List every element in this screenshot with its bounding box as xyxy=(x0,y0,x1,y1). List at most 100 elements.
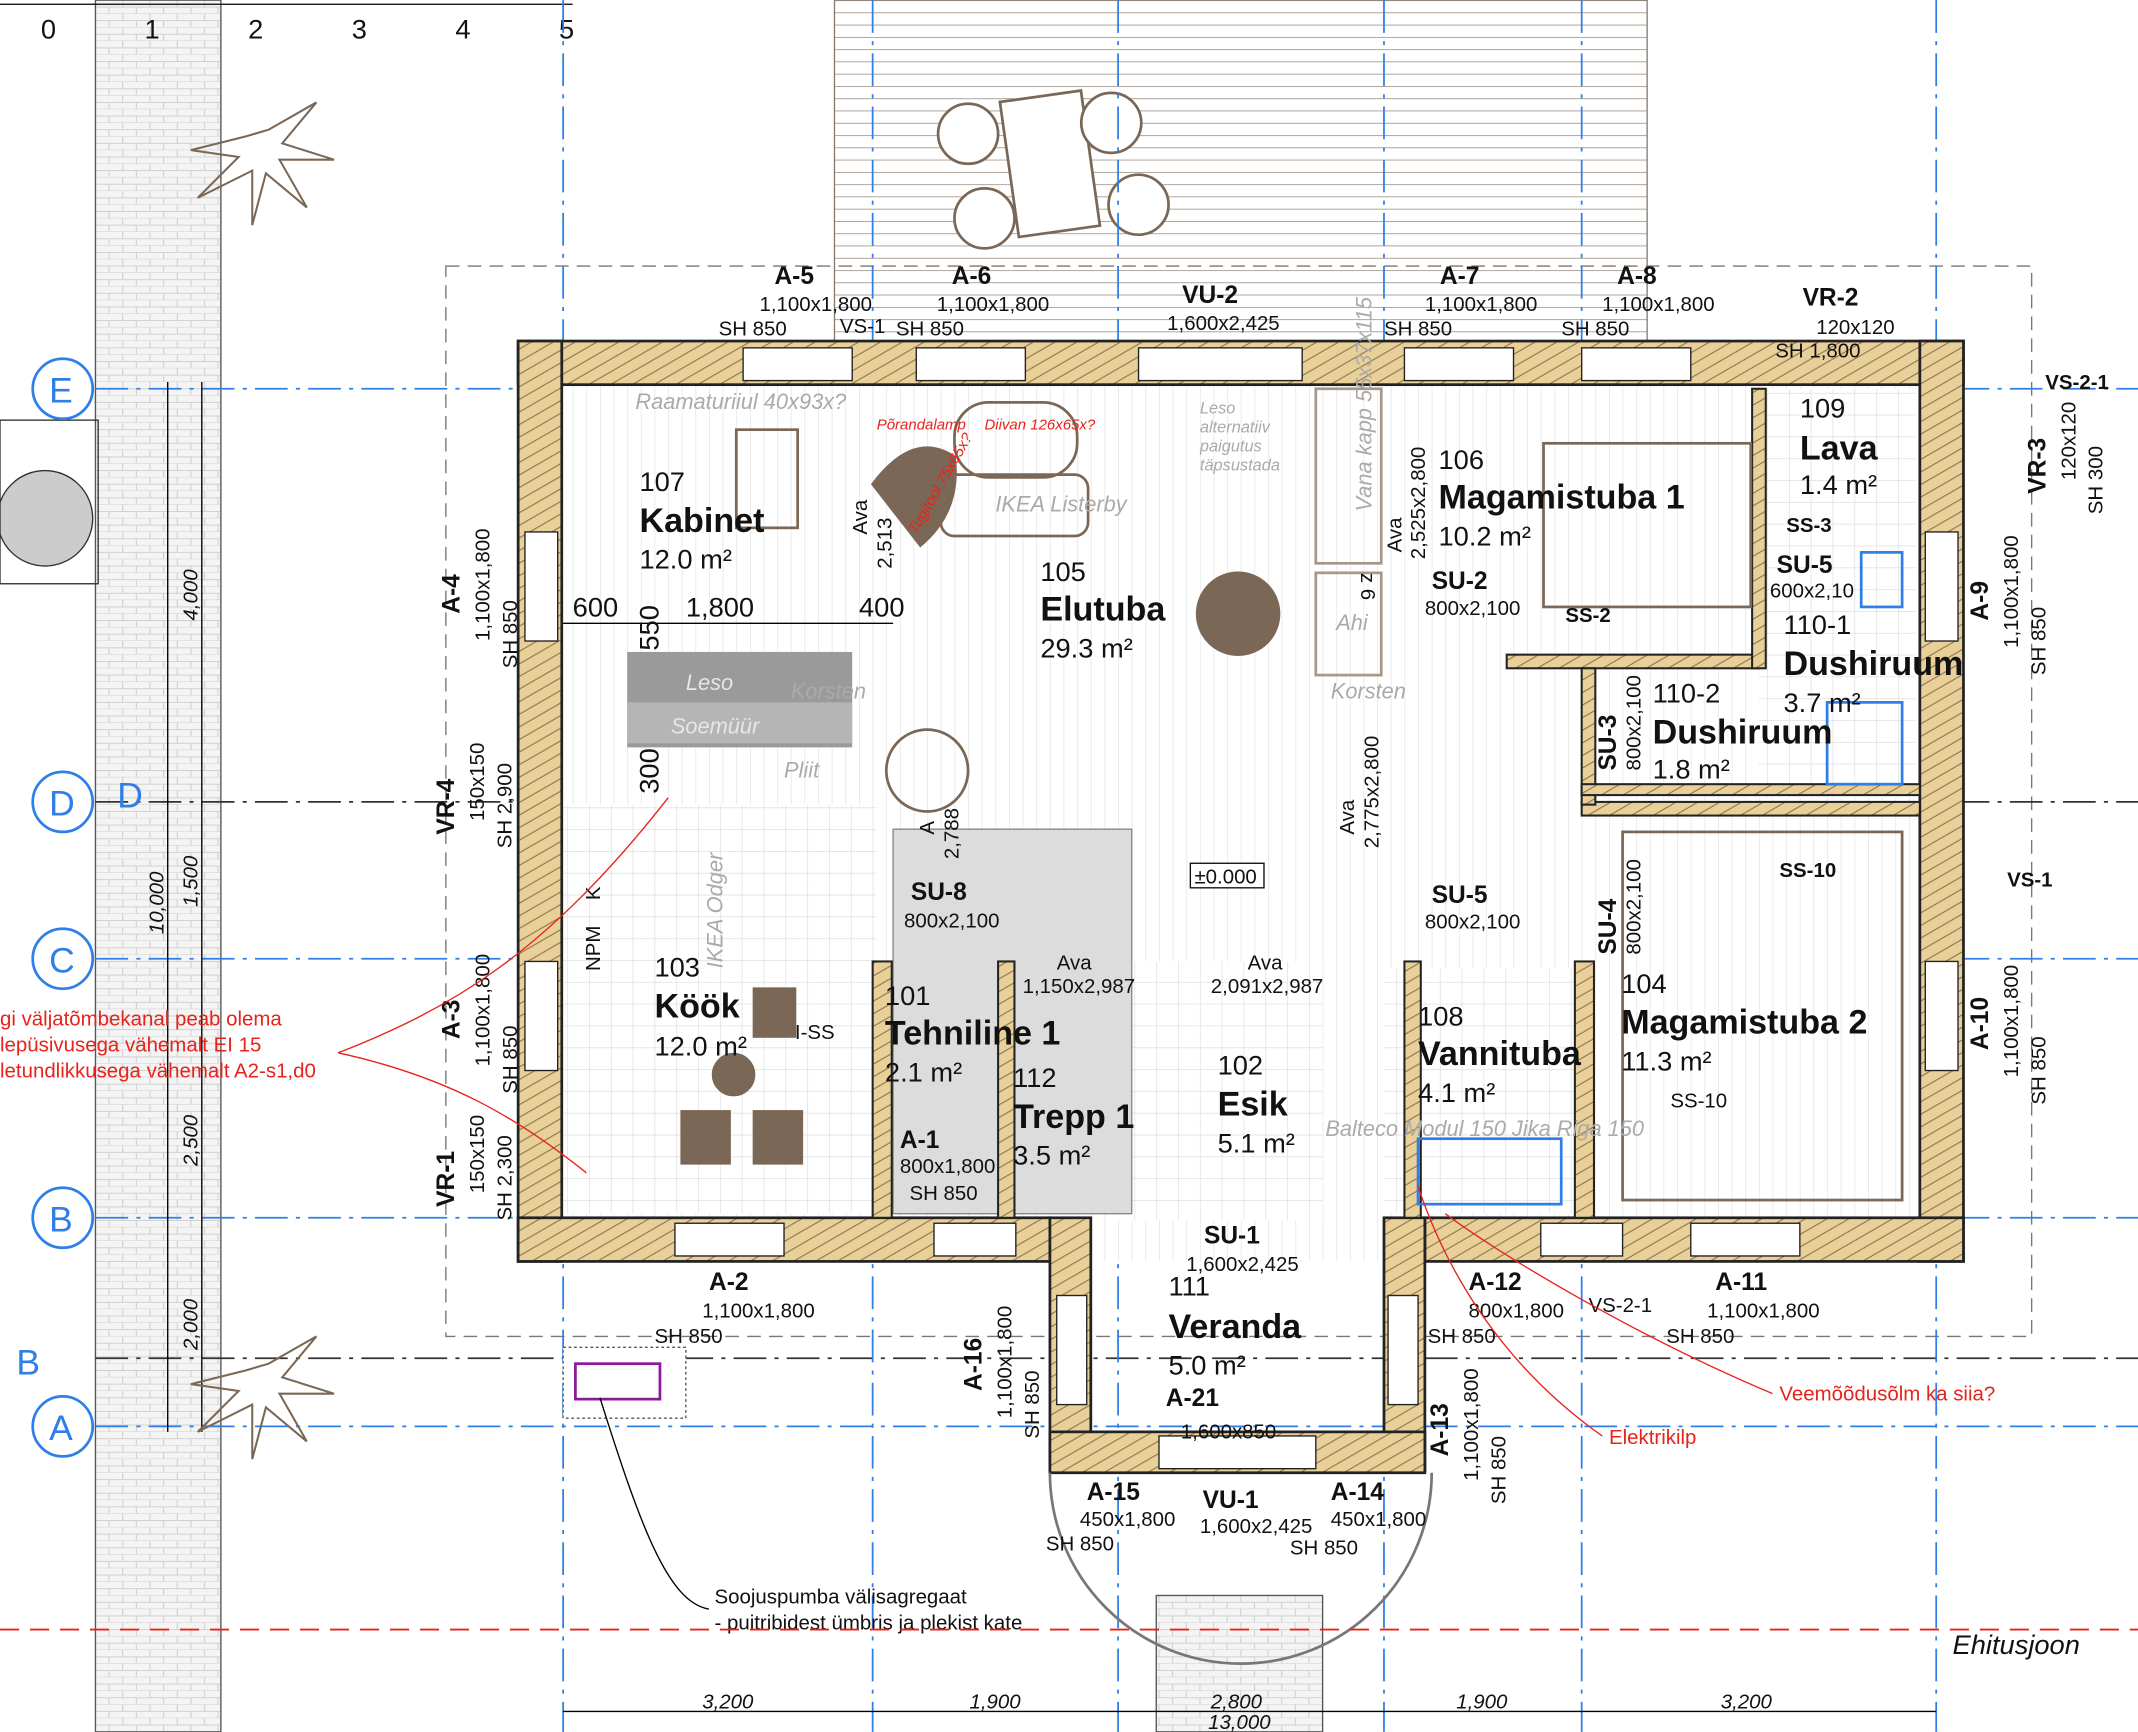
label-openings-8-id: A-3 xyxy=(439,1000,466,1040)
label-openings-7-id: VR-4 xyxy=(433,778,460,834)
room-dushiruum-110-2: 110-2 Dushiruum 1.8 m² xyxy=(1653,677,1833,784)
label-openings-8-size: 1,100x1,800 xyxy=(472,954,495,1067)
label-rooms-10-name: Vannituba xyxy=(1418,1035,1582,1073)
label-openings_ava-2-label: Ava xyxy=(1336,799,1359,834)
label-openings-21-sh: SH 850 xyxy=(2027,607,2050,675)
label-rooms-9-name: Esik xyxy=(1218,1086,1288,1124)
level-mark: ±0.000 xyxy=(1194,866,1256,889)
door-su1: SU-11,600x2,425 xyxy=(1186,1223,1299,1276)
label-rooms-12-area: 5.0 m² xyxy=(1169,1350,1246,1381)
ruler-tick: 3 xyxy=(352,13,367,44)
label-openings-3-sh: SH 850 xyxy=(1384,318,1452,341)
label-partitions-ss10b: SS-10 xyxy=(1670,1089,1727,1112)
label-openings-12-size: 1,600x2,425 xyxy=(1186,1253,1299,1276)
label-rooms-0-num: 107 xyxy=(639,466,685,497)
axis-b-secondary: B xyxy=(16,1343,40,1383)
axis-b: B xyxy=(49,1199,73,1239)
room-dushiruum-110-1: 110-1 Dushiruum 3.7 m² xyxy=(1783,609,1963,718)
label-furniture-odger: IKEA Odger xyxy=(703,852,728,968)
label-openings-10-sh: SH 850 xyxy=(654,1325,722,1348)
room-elutuba: 105 Elutuba 29.3 m² xyxy=(1040,556,1166,663)
label-notes-heatpump-1: - puitribidest ümbris ja plekist kate xyxy=(714,1612,1022,1635)
label-rooms-11-area: 11.3 m² xyxy=(1621,1046,1711,1077)
annotation-leaders xyxy=(1417,1186,1773,1437)
label-openings-17-id: A-13 xyxy=(1427,1403,1454,1456)
label-furniture-pliit: Pliit xyxy=(784,757,820,782)
label-openings-0-id: A-5 xyxy=(774,263,814,290)
label-dims_bottom-3: 1,900 xyxy=(1456,1691,1508,1714)
label-openings-7-size: 150x150 xyxy=(466,743,489,821)
windows xyxy=(524,347,1959,1470)
dim-1500: 1,500 xyxy=(180,855,203,907)
dim-10000: 10,000 xyxy=(146,871,169,934)
label-openings-13-size: 1,600x850 xyxy=(1181,1421,1276,1444)
label-openings-5-id: VR-2 xyxy=(1803,285,1859,312)
label-furniture-raamaturiiul: Raamaturiiul 40x93x? xyxy=(635,389,847,414)
label-rooms-10-area: 4.1 m² xyxy=(1418,1077,1495,1108)
axis-c: C xyxy=(49,940,75,980)
label-dims_inside-d400: 400 xyxy=(859,591,905,622)
label-openings-4-sh: SH 850 xyxy=(1561,318,1629,341)
label-openings-8-sh: SH 850 xyxy=(499,1026,522,1094)
leso-alt-note-box: Leso alternatiiv paigutus täpsustada xyxy=(1200,398,1280,474)
label-openings-20-sh: SH 850 xyxy=(2027,1036,2050,1104)
label-partitions-vs21: VS-2-1 xyxy=(2045,371,2109,394)
label-openings-22-size: 120x120 xyxy=(2057,402,2080,480)
label-rooms-12-name: Veranda xyxy=(1169,1308,1303,1346)
label-rooms-1-num: 105 xyxy=(1040,556,1086,587)
label-openings-19-sh: SH 850 xyxy=(1666,1325,1734,1348)
label-openings-18-size: 800x1,800 xyxy=(1469,1299,1564,1322)
label-rooms-5-area: 1.8 m² xyxy=(1653,754,1730,785)
label-openings-16-size: 450x1,800 xyxy=(1331,1508,1426,1531)
label-openings-16-id: A-14 xyxy=(1331,1479,1385,1506)
label-partitions-vs1: VS-1 xyxy=(2007,868,2052,891)
label-furniture-leso: Leso xyxy=(686,670,733,695)
label-furniture-npm: NPM xyxy=(582,926,605,971)
window-a21: A-211,600x850 xyxy=(1166,1385,1276,1444)
label-rooms-7-area: 2.1 m² xyxy=(885,1056,962,1087)
annotation-ventilation: gi väljatõmbekanal peab olema lepüsivuse… xyxy=(0,797,669,1174)
label-rooms-3-name: Lava xyxy=(1800,430,1879,468)
label-openings-21-size: 1,100x1,800 xyxy=(2000,535,2023,648)
partition-labels: SS-2 SS-3 SS-10 SS-10 VS-2-1 VS-2-1 VS-1… xyxy=(795,315,2109,1317)
annotation-water-meter: Veemõõdusõlm ka siia? xyxy=(1779,1383,1995,1406)
label-openings-23-size: 800x1,800 xyxy=(900,1155,995,1178)
heat-pump-body xyxy=(574,1362,662,1401)
label-openings-0-sh: SH 850 xyxy=(719,318,787,341)
dim-2000: 2,000 xyxy=(180,1298,203,1351)
label-openings-9-id: VR-1 xyxy=(433,1151,460,1207)
label-doors-4-size: 600x2,10 xyxy=(1770,579,1854,602)
label-openings-5-sh: SH 1,800 xyxy=(1775,339,1860,362)
label-openings-16-sh: SH 850 xyxy=(1290,1537,1358,1560)
room-magamistuba-1: 106 Magamistuba 1 10.2 m² xyxy=(1439,444,1685,551)
label-rooms-8-area: 3.5 m² xyxy=(1013,1140,1090,1171)
label-rooms-7-num: 101 xyxy=(885,980,931,1011)
label-openings-0-size: 1,100x1,800 xyxy=(759,293,872,316)
label-openings-23-sh: SH 850 xyxy=(909,1182,977,1205)
label-doors-1-size: 800x2,100 xyxy=(1622,675,1645,770)
hall-tiles xyxy=(1118,961,1323,1221)
label-openings-17-sh: SH 850 xyxy=(1487,1436,1510,1504)
terrace-deck xyxy=(833,0,1648,342)
label-openings-20-id: A-10 xyxy=(1967,997,1994,1050)
label-furniture-kapp: Vana kapp 55x37x115 xyxy=(1352,296,1377,511)
ruler-tick: 2 xyxy=(248,13,263,44)
label-notes-ventilation-1: lepüsivusega vähemalt EI 15 xyxy=(0,1033,261,1056)
label-openings-21-id: A-9 xyxy=(1967,581,1994,621)
label-openings-11-id: A-16 xyxy=(961,1338,988,1391)
label-openings_ava-1-label: Ava xyxy=(1248,952,1283,975)
label-furniture-ahi: Ahi xyxy=(1334,610,1369,635)
label-furniture-soemuur: Soemüür xyxy=(671,714,760,739)
label-doors-5-size: 800x2,100 xyxy=(904,909,999,932)
